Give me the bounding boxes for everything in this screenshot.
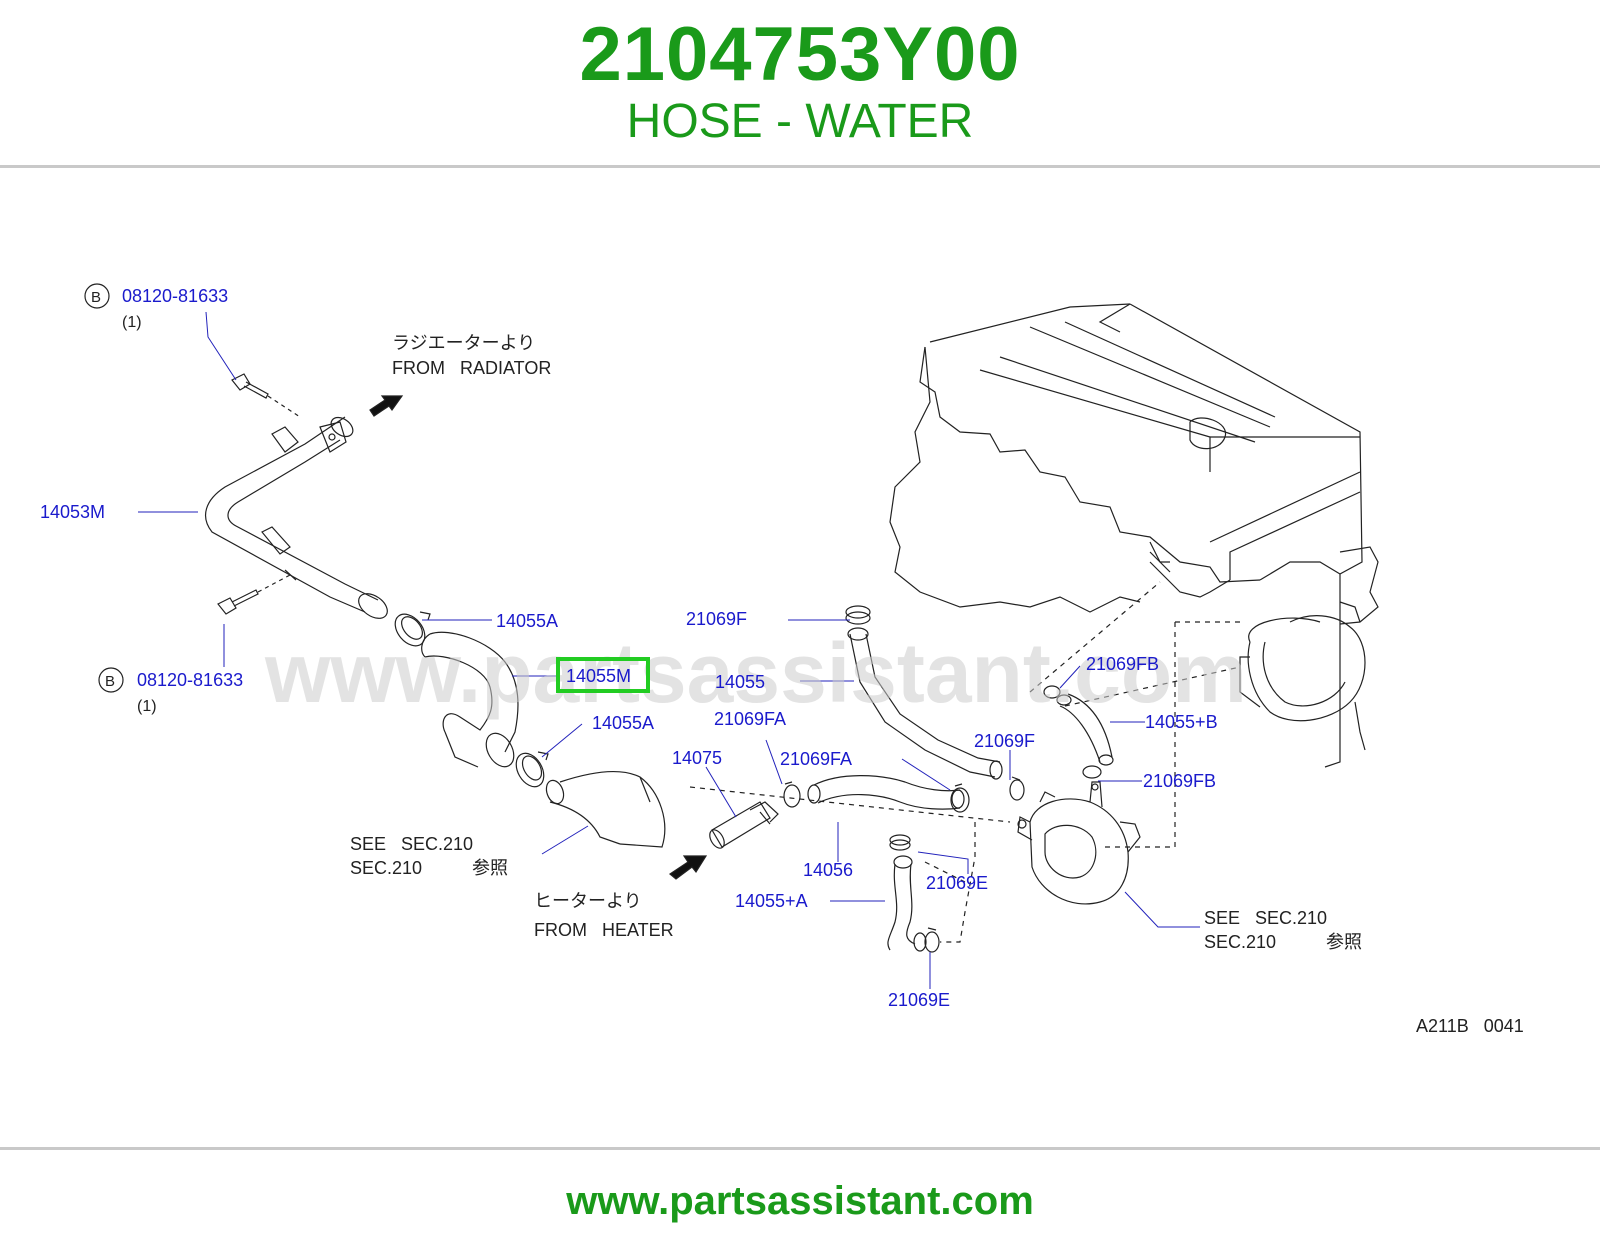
note-see-left-jp: 参照 <box>472 858 508 878</box>
callout-bolt-top-qty: (1) <box>122 314 142 331</box>
note-from-heater-jp: ヒーターより <box>534 891 642 911</box>
callout-bolt-bottom-qty: (1) <box>137 698 157 715</box>
part-number-title: 2104753Y00 <box>579 12 1021 97</box>
note-see-left-1: SEE SEC.210 <box>350 834 473 854</box>
callout-hose-a[interactable]: 14055+A <box>735 891 808 911</box>
callout-clamp-upper[interactable]: 14055A <box>496 611 558 631</box>
callout-clamp-fa-left[interactable]: 21069FA <box>714 709 786 729</box>
from-heater-arrow <box>668 855 708 880</box>
clamp-fa-left-drawing <box>783 781 801 808</box>
footer-divider <box>0 1147 1600 1150</box>
callout-hose-b[interactable]: 14055+B <box>1145 712 1218 732</box>
callout-hose-14055[interactable]: 14055 <box>715 672 765 692</box>
page-header: 2104753Y00 HOSE - WATER <box>0 0 1600 168</box>
clamp-upper-drawing <box>394 611 431 647</box>
note-see-right-2: SEC.210 <box>1204 932 1276 952</box>
from-radiator-arrow <box>369 395 404 417</box>
hose-14055-drawing <box>847 627 1003 780</box>
clamp-e-bottom-drawing <box>924 927 940 953</box>
hose-14055b-drawing <box>1056 693 1114 766</box>
water-outlet-housing-drawing <box>1017 781 1141 905</box>
note-see-right-jp: 参照 <box>1326 932 1362 952</box>
hose-14056-drawing <box>807 775 965 810</box>
callout-clamp-fa-right[interactable]: 21069FA <box>780 749 852 769</box>
figure-code: A211B 0041 <box>1416 1016 1524 1036</box>
connector-14075-drawing <box>709 801 779 849</box>
bolt-symbol-circle-top <box>84 283 110 309</box>
clamp-fa-right-drawing <box>950 783 970 813</box>
hose-14055m-drawing <box>421 631 519 768</box>
dashed-guide-lines <box>689 581 1241 943</box>
leader-lines <box>138 311 1200 989</box>
header-divider <box>0 165 1600 168</box>
parts-diagram: www.partsassistant.com B 08120-81633 (1)… <box>0 262 1600 1077</box>
diagram-watermark: www.partsassistant.com <box>264 626 1247 720</box>
callout-connector-14075[interactable]: 14075 <box>672 748 722 768</box>
note-see-left-2: SEC.210 <box>350 858 422 878</box>
clamp-f-top-drawing <box>845 605 871 625</box>
bolt-symbol-top: B <box>91 289 101 306</box>
selected-part-highlight <box>556 657 650 693</box>
bolt-bottom-drawing <box>217 574 291 615</box>
clamp-fb-top-drawing <box>1043 685 1061 699</box>
callout-clamp-f-top[interactable]: 21069F <box>686 609 747 629</box>
callout-clamp-f-right[interactable]: 21069F <box>974 731 1035 751</box>
hose-14055a-plus-drawing <box>887 855 927 952</box>
callout-clamp-fb-top[interactable]: 21069FB <box>1086 654 1159 674</box>
callout-clamp-fb-bottom[interactable]: 21069FB <box>1143 771 1216 791</box>
clamp-e-top-drawing <box>889 834 911 851</box>
bolt-symbol-bottom: B <box>105 673 115 690</box>
parts-diagram-svg: www.partsassistant.com B 08120-81633 (1)… <box>40 283 1524 1036</box>
bolt-top-drawing <box>231 373 301 418</box>
callout-hose-14056[interactable]: 14056 <box>803 860 853 880</box>
callout-clamp-lower[interactable]: 14055A <box>592 713 654 733</box>
part-name-subtitle: HOSE - WATER <box>626 95 974 148</box>
note-from-heater-en: FROM HEATER <box>534 920 674 940</box>
callout-bolt-bottom[interactable]: 08120-81633 <box>137 670 243 690</box>
clamp-lower-drawing <box>515 751 549 788</box>
footer-website-link[interactable]: www.partsassistant.com <box>566 1179 1034 1223</box>
clamp-fb-bottom-drawing <box>1082 765 1102 779</box>
callout-hose-selected[interactable]: 14055M <box>566 666 631 686</box>
water-pipe-drawing <box>204 416 388 619</box>
callout-bolt-top[interactable]: 08120-81633 <box>122 286 228 306</box>
clamp-f-right-drawing <box>1009 776 1025 801</box>
heater-outlet-drawing <box>545 770 666 848</box>
engine-block-drawing <box>889 303 1379 768</box>
callout-pipe-14053m[interactable]: 14053M <box>40 502 105 522</box>
callout-clamp-e-bottom[interactable]: 21069E <box>888 990 950 1010</box>
note-from-radiator-jp: ラジエーターより <box>392 333 535 353</box>
bolt-symbol-circle-bottom <box>98 667 124 693</box>
callout-clamp-e-top[interactable]: 21069E <box>926 873 988 893</box>
note-see-right-1: SEE SEC.210 <box>1204 908 1327 928</box>
note-from-radiator-en: FROM RADIATOR <box>392 358 551 378</box>
